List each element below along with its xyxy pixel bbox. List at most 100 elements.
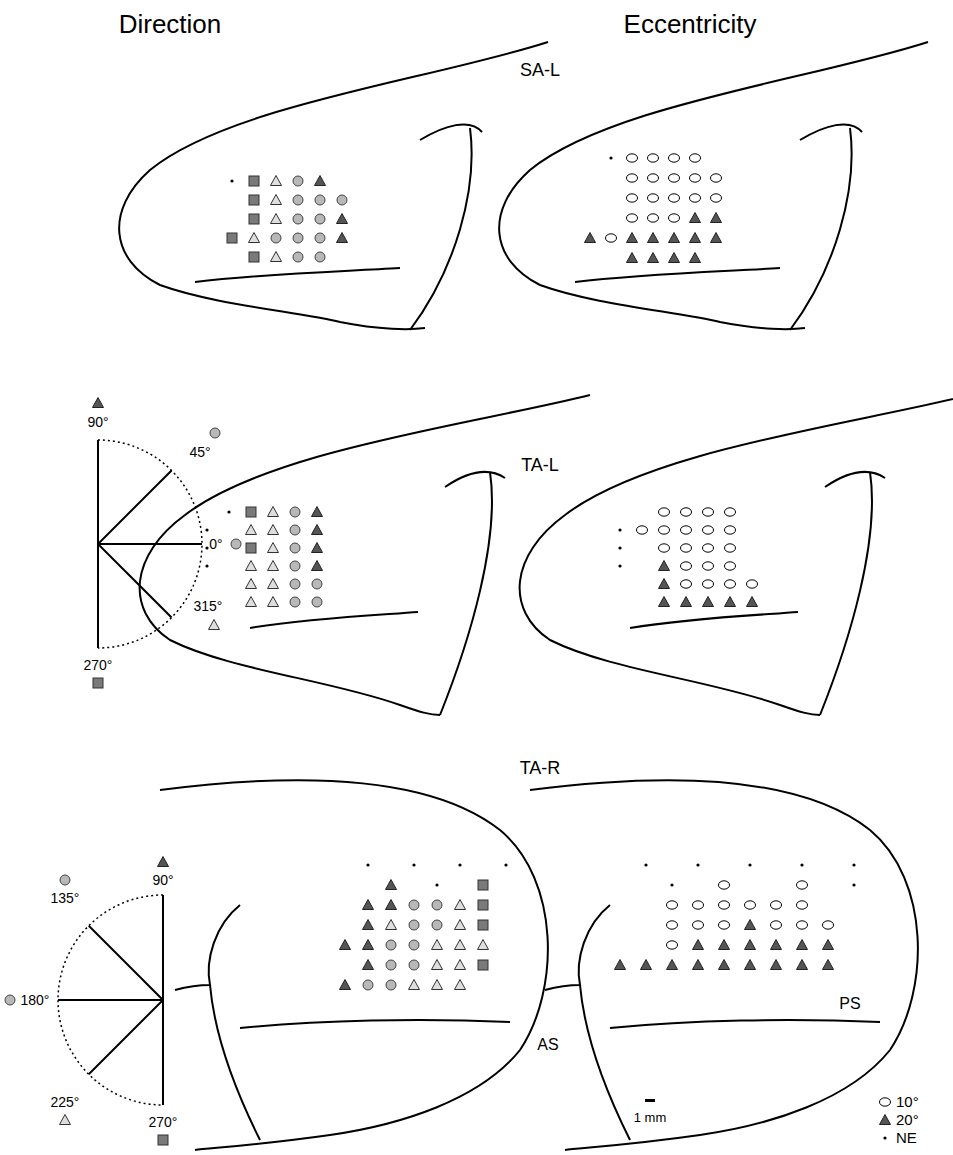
scale-label: 1 mm	[634, 1111, 667, 1124]
map-symbol	[703, 544, 714, 552]
map-symbol	[268, 507, 279, 517]
map-symbol	[637, 526, 648, 534]
map-symbol	[271, 195, 282, 205]
map-symbol	[458, 863, 461, 866]
map-symbol	[648, 253, 659, 263]
legend-item: 20°	[878, 1112, 919, 1127]
map-symbol	[627, 253, 638, 263]
map-symbol	[312, 525, 323, 535]
cortex-outline	[520, 395, 953, 715]
map-symbol	[290, 561, 300, 571]
map-symbol	[618, 564, 621, 567]
map-symbol	[231, 539, 241, 549]
map-symbol	[670, 883, 673, 886]
map-symbol	[609, 156, 612, 159]
cortex-outline	[530, 780, 918, 1150]
map-symbol	[883, 1136, 886, 1139]
map-symbol	[852, 863, 855, 866]
map-symbol	[246, 507, 256, 517]
sulcus-label: AS	[537, 1037, 558, 1053]
map-symbol	[268, 579, 279, 589]
sulcus-line	[800, 124, 862, 140]
map-symbol	[711, 194, 722, 202]
sulcus-line	[119, 42, 548, 329]
map-symbol	[337, 195, 347, 205]
map-symbol	[703, 580, 714, 588]
map-symbol	[711, 213, 722, 223]
sulcus-line	[820, 472, 872, 715]
sulcus-line	[499, 42, 928, 329]
map-symbol	[249, 214, 259, 224]
map-symbol	[690, 253, 701, 263]
map-symbol	[268, 525, 279, 535]
angle-label: 315°	[194, 599, 223, 613]
map-symbol	[719, 921, 730, 929]
legend-text: 10°	[896, 1094, 919, 1109]
map-symbol	[386, 940, 396, 950]
map-symbol	[641, 960, 652, 970]
map-symbol	[312, 507, 323, 517]
map-symbol	[363, 960, 374, 970]
map-symbol	[703, 526, 714, 534]
map-symbol	[618, 546, 621, 549]
map-symbol	[627, 174, 638, 182]
map-symbol	[681, 508, 692, 516]
direction-key	[5, 857, 169, 1146]
angle-label: 90°	[87, 415, 108, 429]
angle-label: 270°	[84, 658, 113, 672]
map-symbol	[478, 880, 488, 890]
map-symbol	[627, 194, 638, 202]
map-symbol	[681, 597, 692, 607]
sulcus-line	[420, 124, 482, 140]
map-symbol	[268, 561, 279, 571]
map-symbol	[681, 580, 692, 588]
map-symbol	[669, 233, 680, 243]
angle-label: 45°	[189, 445, 210, 459]
map-symbol	[290, 507, 300, 517]
map-symbol	[693, 921, 704, 929]
map-symbol	[644, 863, 647, 866]
map-symbol	[681, 526, 692, 534]
site-grid	[227, 176, 348, 263]
map-symbol	[315, 176, 326, 186]
sulcus-line	[825, 472, 885, 487]
sulcus-line	[580, 985, 630, 1140]
legend-symbol	[878, 1113, 892, 1127]
map-symbol	[293, 214, 303, 224]
map-symbol	[669, 214, 680, 222]
map-symbol	[337, 214, 348, 224]
map-symbol	[432, 960, 443, 970]
sulcus-line	[520, 395, 953, 715]
map-symbol	[719, 901, 730, 909]
map-symbol	[210, 428, 220, 438]
map-symbol	[703, 597, 714, 607]
map-symbol	[158, 1135, 168, 1145]
map-symbol	[659, 544, 670, 552]
map-symbol	[455, 920, 466, 930]
map-symbol	[659, 597, 670, 607]
panel-label: TA-L	[521, 456, 559, 474]
legend-text: 20°	[896, 1112, 919, 1127]
map-symbol	[711, 174, 722, 182]
map-symbol	[249, 176, 259, 186]
map-symbol	[205, 564, 208, 567]
map-symbol	[627, 214, 638, 222]
map-symbol	[667, 921, 678, 929]
map-symbol	[60, 1115, 71, 1125]
map-symbol	[478, 960, 488, 970]
angle-label: 0°	[209, 537, 222, 551]
scale-bar	[645, 1099, 655, 1102]
map-symbol	[880, 1114, 891, 1124]
map-symbol	[797, 881, 808, 889]
site-grid	[340, 863, 508, 990]
map-symbol	[797, 921, 808, 929]
map-symbol	[293, 252, 303, 262]
map-symbol	[312, 561, 323, 571]
map-symbol	[60, 875, 70, 885]
map-symbol	[852, 883, 855, 886]
map-symbol	[386, 960, 396, 970]
map-symbol	[711, 233, 722, 243]
site-grid	[585, 154, 722, 263]
legend-item: 10°	[878, 1094, 919, 1109]
